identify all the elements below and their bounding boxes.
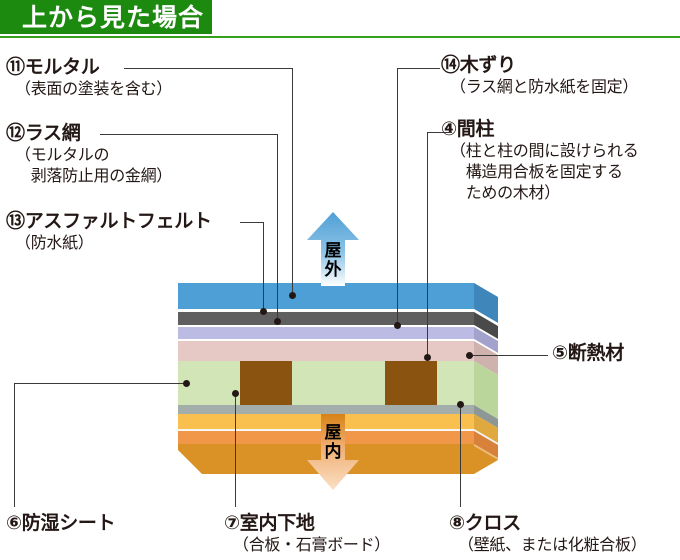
leader-14-endpoint xyxy=(394,322,401,329)
layer-lath-mesh xyxy=(178,309,474,312)
leader-14-horizontal xyxy=(398,68,440,70)
label-14-title: 木ずり xyxy=(459,55,516,76)
label-7-title: 室内下地 xyxy=(239,513,315,534)
layer-wood-lath xyxy=(178,325,474,327)
leader-11-endpoint xyxy=(289,292,296,299)
label-6-number: ⑥ xyxy=(6,513,22,534)
label-13-asphalt-felt: ⑬アスファルトフェルト （防水紙） xyxy=(6,210,212,254)
label-14-number: ⑭ xyxy=(441,55,460,76)
label-5-number: ⑤ xyxy=(552,343,568,364)
leader-6-vertical xyxy=(14,383,16,507)
leader-11-vertical xyxy=(292,68,294,296)
label-11-title: モルタル xyxy=(24,57,100,78)
leader-13-horizontal xyxy=(240,222,264,224)
label-4-sub-3: ための木材） xyxy=(450,185,561,202)
layer-breather-sheet xyxy=(178,327,474,339)
label-4-sub-2: 構造用合板を固定する xyxy=(450,164,623,181)
label-6-title-row: ⑥防湿シート xyxy=(6,512,116,535)
leader-12-vertical xyxy=(277,134,279,322)
indoor-arrow: 屋 内 xyxy=(305,414,361,492)
label-11-mortar: ⑪モルタル （表面の塗装を含む） xyxy=(6,56,172,100)
label-4-title: 間柱 xyxy=(456,119,495,140)
leader-5-endpoint xyxy=(466,352,473,359)
outdoor-arrow-label-line1: 屋 xyxy=(324,241,342,260)
leader-13-vertical xyxy=(263,222,265,312)
label-12-sub-1: （モルタルの xyxy=(15,147,110,164)
leader-5-horizontal xyxy=(469,355,548,357)
label-7-sub-1: （合板・石膏ボード） xyxy=(233,537,391,554)
stud-left xyxy=(240,361,292,405)
leader-7-endpoint xyxy=(232,390,239,397)
layer-asphalt-felt xyxy=(178,312,474,325)
leader-12-endpoint xyxy=(274,318,281,325)
leader-14-vertical xyxy=(397,68,399,326)
label-8-sub-1: （壁紙、または化粧合板） xyxy=(458,537,647,554)
label-8-title: クロス xyxy=(464,513,521,534)
layer-moisture-sheet xyxy=(178,405,474,414)
outdoor-arrow: 屋 外 xyxy=(305,210,361,286)
layer-mortar xyxy=(178,283,474,309)
label-8-number: ⑧ xyxy=(449,513,465,534)
label-6-title: 防湿シート xyxy=(21,513,116,534)
label-7-interior-base: ⑦室内下地 （合板・石膏ボード） xyxy=(224,512,390,556)
leader-8-vertical xyxy=(460,404,462,507)
indoor-arrow-label-line1: 屋 xyxy=(324,423,342,442)
label-14-wood-lath: ⑭木ずり （ラス網と防水紙を固定） xyxy=(441,54,638,98)
label-4-stud: ④間柱 （柱と柱の間に設けられる 構造用合板を固定する ための木材） xyxy=(441,118,639,204)
stud-right xyxy=(385,361,437,405)
layer-separator-plywood xyxy=(178,339,474,341)
section-header-bar xyxy=(0,0,212,34)
label-7-number: ⑦ xyxy=(224,513,240,534)
label-8-title-row: ⑧クロス xyxy=(449,512,646,535)
leader-12-horizontal xyxy=(100,134,278,136)
leader-6-endpoint xyxy=(183,380,190,387)
label-12-title-row: ⑫ラス網 xyxy=(6,122,172,145)
label-12-lath-mesh: ⑫ラス網 （モルタルの 剥落防止用の金網） xyxy=(6,122,172,187)
indoor-arrow-label-line2: 内 xyxy=(324,442,342,461)
label-6-moisture-sheet: ⑥防湿シート xyxy=(6,512,116,535)
leader-8-endpoint xyxy=(457,401,464,408)
label-14-sub-1: （ラス網と防水紙を固定） xyxy=(450,79,639,96)
label-12-title: ラス網 xyxy=(24,123,81,144)
section-header-title: 上から見た場合 xyxy=(22,4,205,32)
leader-6-horizontal xyxy=(14,383,186,385)
label-13-sub-1: （防水紙） xyxy=(15,235,94,252)
label-5-insulation: ⑤断熱材 xyxy=(552,342,624,365)
label-4-title-row: ④間柱 xyxy=(441,118,638,141)
header-divider-rule xyxy=(0,36,680,38)
leader-4-horizontal xyxy=(428,132,452,134)
wall-cross-section xyxy=(178,283,498,474)
label-5-title: 断熱材 xyxy=(567,343,624,364)
leader-4-vertical xyxy=(427,132,429,358)
leader-7-vertical xyxy=(235,393,237,507)
label-13-title-row: ⑬アスファルトフェルト xyxy=(6,210,212,233)
layer-structural-board xyxy=(178,341,474,361)
label-4-sub-1: （柱と柱の間に設けられる xyxy=(450,143,639,160)
label-12-sub-2: 剥落防止用の金網） xyxy=(15,168,173,185)
leader-4-endpoint xyxy=(424,354,431,361)
leader-13-endpoint xyxy=(260,308,267,315)
label-11-number: ⑪ xyxy=(6,57,25,78)
label-13-title: アスファルトフェルト xyxy=(24,211,212,232)
label-11-sub-1: （表面の塗装を含む） xyxy=(15,81,173,98)
label-14-title-row: ⑭木ずり xyxy=(441,54,638,77)
label-5-title-row: ⑤断熱材 xyxy=(552,342,624,365)
leader-11-horizontal xyxy=(124,68,293,70)
label-4-number: ④ xyxy=(441,119,457,140)
label-8-cloth: ⑧クロス （壁紙、または化粧合板） xyxy=(449,512,647,556)
label-13-number: ⑬ xyxy=(6,211,25,232)
label-12-number: ⑫ xyxy=(6,123,25,144)
outdoor-arrow-label-line2: 外 xyxy=(324,260,342,279)
label-11-title-row: ⑪モルタル xyxy=(6,56,172,79)
label-7-title-row: ⑦室内下地 xyxy=(224,512,390,535)
